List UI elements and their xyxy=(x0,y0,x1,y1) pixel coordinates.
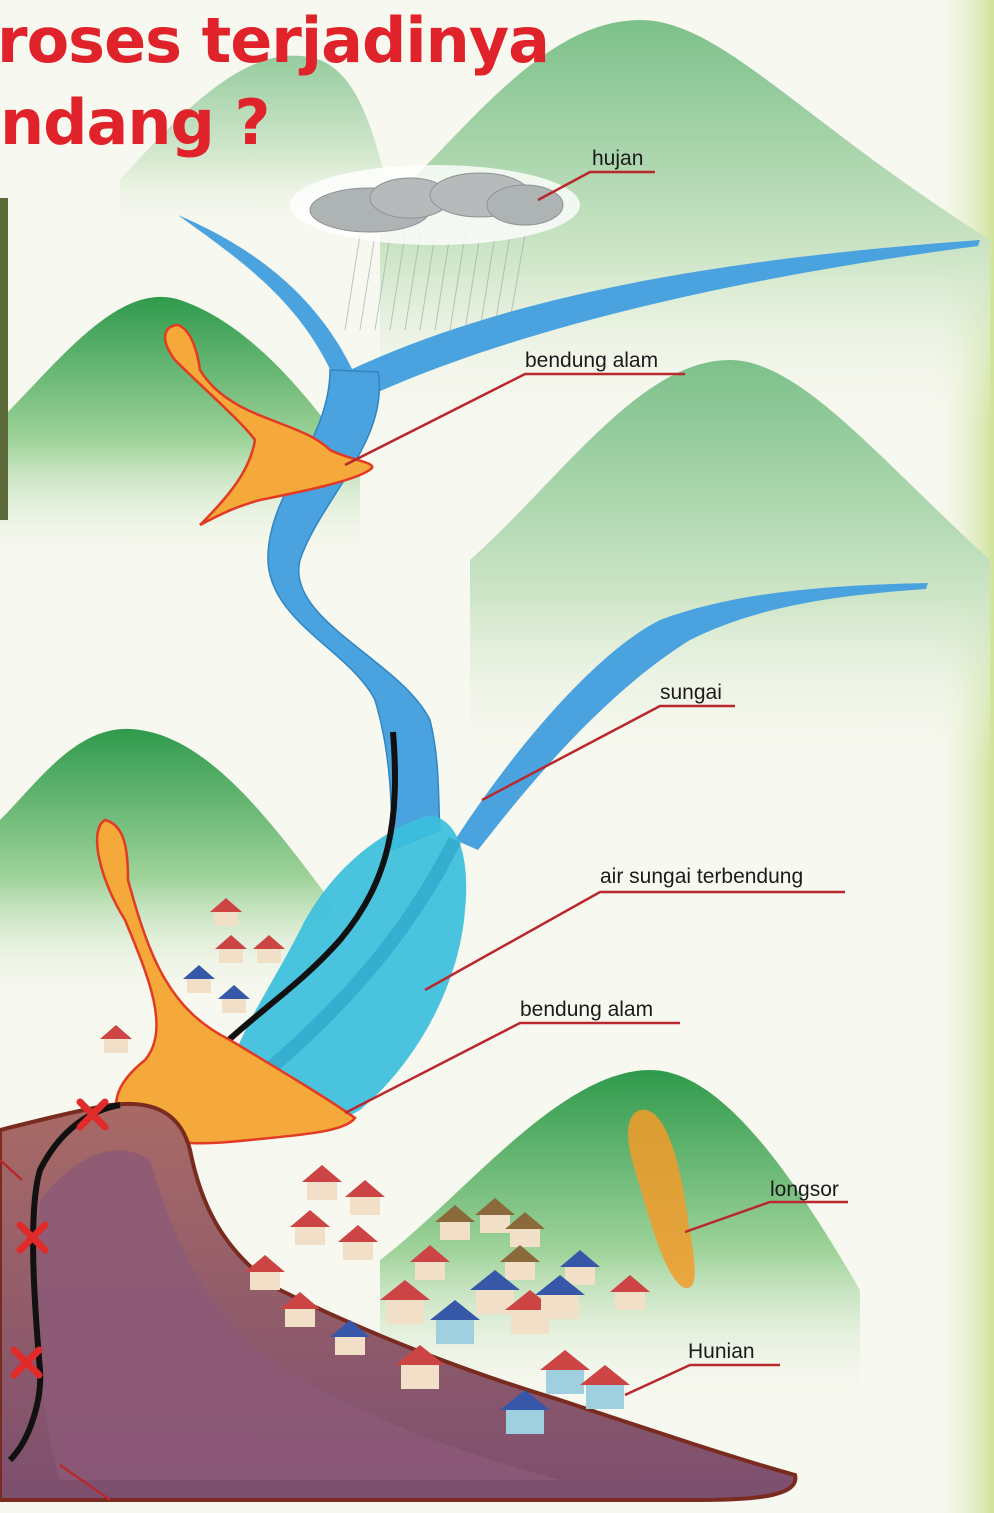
title-line-2: ndang ? xyxy=(0,92,269,154)
label-hujan: hujan xyxy=(592,148,643,169)
label-sungai: sungai xyxy=(660,682,722,703)
label-bendung-alam-bottom: bendung alam xyxy=(520,999,653,1020)
photo-edge xyxy=(0,198,8,520)
title-line-1: roses terjadinya xyxy=(0,10,549,72)
label-air-sungai-terbendung: air sungai terbendung xyxy=(600,866,803,887)
label-hunian: Hunian xyxy=(688,1341,755,1362)
label-bendung-alam-top: bendung alam xyxy=(525,350,658,371)
label-longsor: longsor xyxy=(770,1179,839,1200)
